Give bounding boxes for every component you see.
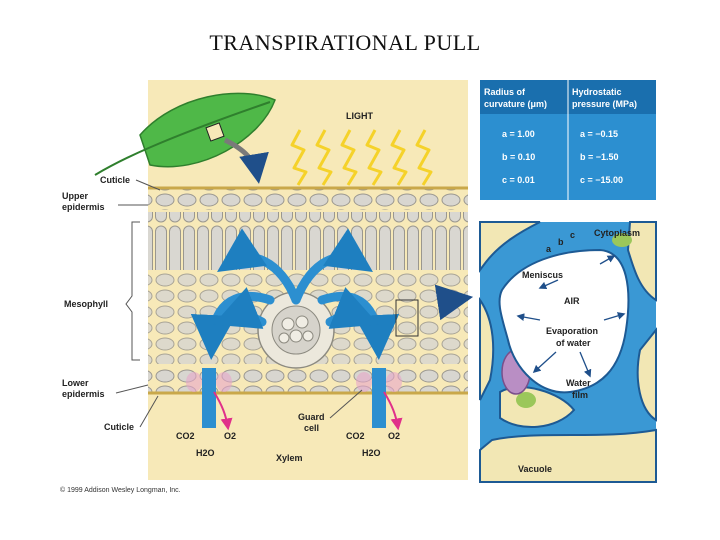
- label-evaporation-2: of water: [556, 338, 591, 348]
- stomatal-pore-right: [372, 368, 386, 428]
- table-row-b-pressure: b = −1.50: [580, 152, 619, 162]
- label-mesophyll: Mesophyll: [64, 299, 108, 309]
- label-o2-right: O2: [388, 431, 400, 441]
- label-lower-epidermis-2: epidermis: [62, 389, 105, 399]
- label-meniscus: Meniscus: [522, 270, 563, 280]
- label-water-film-2: film: [572, 390, 588, 400]
- label-meniscus-c: c: [570, 230, 575, 240]
- magnified-detail-panel: Cytoplasm a b c Meniscus AIR Evaporation…: [479, 221, 657, 483]
- label-vacuole: Vacuole: [518, 464, 552, 474]
- label-upper-epidermis-1: Upper: [62, 191, 89, 201]
- label-meniscus-b: b: [558, 237, 564, 247]
- table-row-a-pressure: a = −0.15: [580, 129, 618, 139]
- guard-cell-left-b: [216, 372, 232, 392]
- table-header-radius-2: curvature (μm): [484, 99, 547, 109]
- table-header-radius-1: Radius of: [484, 87, 526, 97]
- leaf-illustration: [94, 92, 276, 184]
- label-evaporation-1: Evaporation: [546, 326, 598, 336]
- label-guard-cell-1: Guard: [298, 412, 325, 422]
- label-xylem: Xylem: [276, 453, 303, 463]
- copyright-notice: © 1999 Addison Wesley Longman, Inc.: [60, 487, 181, 494]
- page-title: TRANSPIRATIONAL PULL: [209, 30, 481, 55]
- label-o2-left: O2: [224, 431, 236, 441]
- table-row-c-radius: c = 0.01: [502, 175, 535, 185]
- label-air: AIR: [564, 296, 580, 306]
- zoom-arrow: [434, 284, 474, 321]
- upper-epidermis: [148, 188, 468, 210]
- label-co2-left: CO2: [176, 431, 195, 441]
- table-row-a-radius: a = 1.00: [502, 129, 535, 139]
- curvature-pressure-table: Radius of curvature (μm) Hydrostatic pre…: [480, 80, 656, 200]
- label-h2o-right: H2O: [362, 448, 381, 458]
- table-header-pressure-2: pressure (MPa): [572, 99, 637, 109]
- label-water-film-1: Water: [566, 378, 591, 388]
- table-header-pressure-1: Hydrostatic: [572, 87, 622, 97]
- table-row-b-radius: b = 0.10: [502, 152, 535, 162]
- stomatal-pore-left: [202, 368, 216, 428]
- label-light: LIGHT: [346, 111, 373, 121]
- label-cuticle-bottom: Cuticle: [104, 422, 134, 432]
- label-lower-epidermis-1: Lower: [62, 378, 89, 388]
- label-guard-cell-2: cell: [304, 423, 319, 433]
- guard-cell-left: [186, 372, 202, 392]
- guard-cell-right: [356, 372, 372, 392]
- label-cytoplasm: Cytoplasm: [594, 228, 640, 238]
- guard-cell-right-b: [386, 372, 402, 392]
- gas-exchange-arrow-left: [213, 391, 233, 431]
- mesophyll-bracket: [125, 221, 140, 361]
- detail-marker-box: [395, 299, 419, 337]
- water-flow-arrows: [190, 228, 400, 360]
- light-rays: [290, 129, 433, 186]
- vascular-bundle: [257, 291, 335, 369]
- palisade-layer: [148, 212, 468, 270]
- label-upper-epidermis-2: epidermis: [62, 202, 105, 212]
- label-cuticle-top: Cuticle: [100, 175, 130, 185]
- label-meniscus-a: a: [546, 244, 552, 254]
- table-row-c-pressure: c = −15.00: [580, 175, 623, 185]
- label-h2o-left: H2O: [196, 448, 215, 458]
- label-co2-right: CO2: [346, 431, 365, 441]
- gas-exchange-arrow-right: [383, 391, 403, 431]
